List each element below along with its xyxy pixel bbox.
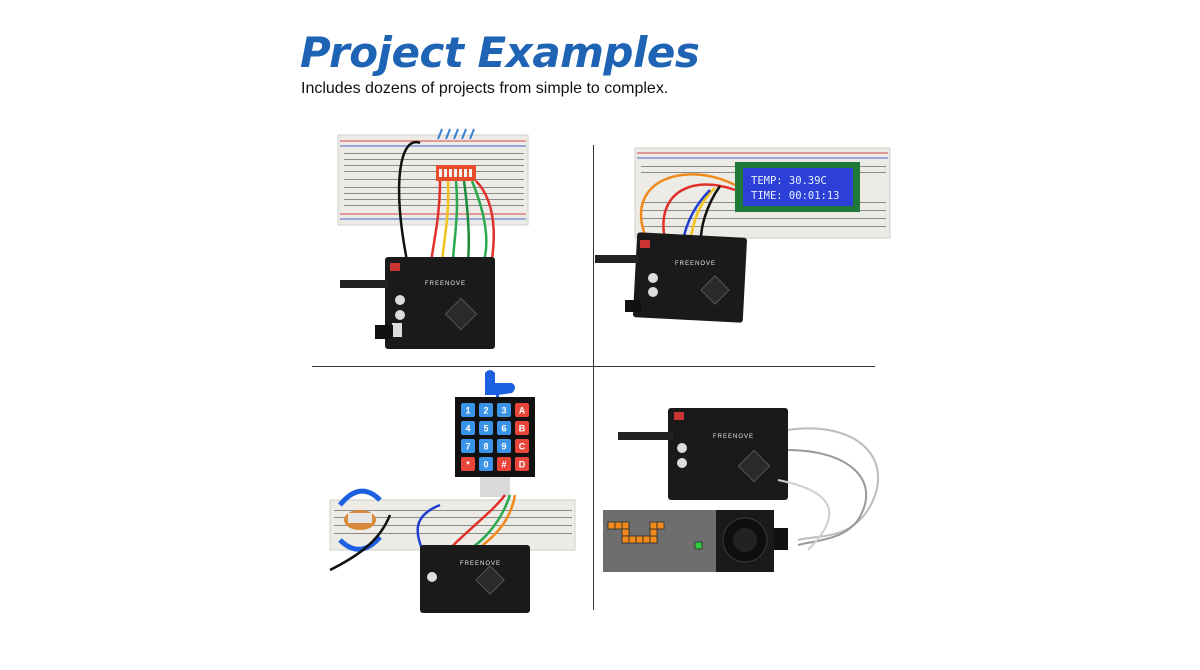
board-logo-text: FREENOVE (425, 281, 466, 287)
project-lcd-clock: TEMP: 30.39C TIME: 00:01:13 FREENOVE (595, 140, 895, 330)
keypad-ribbon (480, 477, 510, 497)
keypad-key-label: 9 (501, 442, 506, 452)
keypad-key-label: 2 (483, 406, 488, 416)
keypad-key-label: 1 (465, 406, 470, 416)
project-keypad-servo: 1 2 3 A 4 5 6 B 7 8 9 C * 0 # D (320, 365, 580, 615)
keypad-key (497, 421, 511, 435)
keypad-key-label: 7 (465, 442, 470, 452)
keypad-key (461, 403, 475, 417)
arduino-board: FREENOVE (668, 408, 788, 500)
keypad-key (497, 457, 511, 471)
keypad-key-label: * (466, 460, 470, 470)
keypad-key (515, 421, 529, 435)
resistor-array (437, 128, 475, 140)
rotate-arrows-icon (338, 488, 382, 552)
keypad-key-label: 6 (501, 424, 506, 434)
usb-cable (595, 255, 639, 263)
jumper-wires (777, 427, 880, 551)
game-screen (603, 510, 718, 572)
arduino-board: FREENOVE (385, 257, 495, 349)
arduino-board: FREENOVE (420, 545, 530, 613)
project-joystick-snake: FREENOVE (598, 400, 898, 580)
arduino-board: FREENOVE (632, 232, 747, 323)
servo-motor (344, 510, 376, 530)
keypad-key-label: A (519, 406, 526, 416)
page-title: Project Examples (300, 28, 700, 77)
keypad-key-label: 4 (465, 424, 470, 434)
keypad-key (515, 457, 529, 471)
page-subtitle: Includes dozens of projects from simple … (301, 80, 669, 97)
keypad-key-label: 8 (483, 442, 488, 452)
keypad-key (461, 439, 475, 453)
lcd-module: TEMP: 30.39C TIME: 00:01:13 (735, 162, 860, 212)
project-led-bar-graph: FREENOVE (330, 125, 530, 355)
keypad-key-label: D (519, 460, 526, 470)
snake-food (694, 541, 703, 550)
keypad-key-label: B (519, 424, 526, 434)
board-logo-text: FREENOVE (460, 561, 501, 567)
lcd-line-2: TIME: 00:01:13 (751, 190, 840, 202)
keypad-key-label: 3 (501, 406, 506, 416)
keypad-key (479, 439, 493, 453)
power-jack (375, 325, 393, 339)
keypad-key (515, 403, 529, 417)
vertical-divider (593, 145, 594, 610)
keypad-key (497, 439, 511, 453)
keypad-key (479, 403, 493, 417)
keypad-key (479, 421, 493, 435)
lcd-line-1: TEMP: 30.39C (751, 175, 827, 187)
keypad-key-label: 0 (483, 460, 488, 470)
keypad-key-label: 5 (483, 424, 488, 434)
keypad-key (461, 457, 475, 471)
usb-cable (340, 280, 388, 288)
usb-cable (618, 432, 673, 440)
keypad-key-label: # (501, 460, 506, 470)
keypad: 1 2 3 A 4 5 6 B 7 8 9 C * 0 # D (455, 397, 535, 477)
keypad-key (479, 457, 493, 471)
breadboard (337, 134, 529, 226)
keypad-key (515, 439, 529, 453)
joystick-module (716, 510, 788, 572)
keypad-key (461, 421, 475, 435)
keypad-key-label: C (519, 442, 526, 452)
board-logo-text: FREENOVE (713, 434, 754, 440)
horizontal-divider (312, 366, 875, 367)
keypad-key (497, 403, 511, 417)
board-logo-text: FREENOVE (675, 261, 716, 267)
led-bar-graph (436, 165, 476, 181)
power-jack (625, 300, 641, 312)
